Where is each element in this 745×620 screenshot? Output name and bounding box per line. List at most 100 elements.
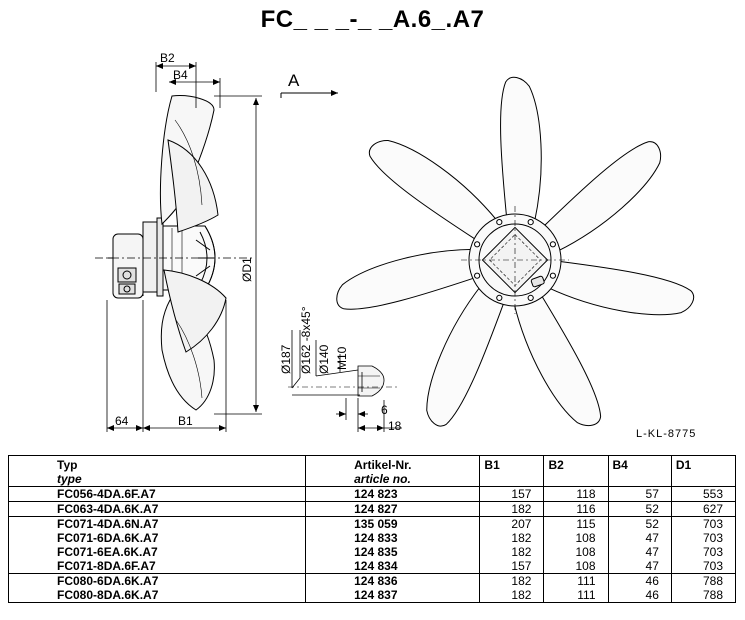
cell-b2: 111 bbox=[543, 588, 608, 603]
blade-profile-lower bbox=[160, 269, 227, 411]
dim-offset-64: 64 bbox=[115, 414, 129, 428]
cell-d1: 788 bbox=[670, 573, 736, 588]
header-blank bbox=[479, 472, 544, 487]
cell-b1: 182 bbox=[479, 573, 544, 588]
cell-d1: 553 bbox=[670, 486, 736, 502]
cell-b2: 115 bbox=[543, 516, 608, 531]
cell-b4: 52 bbox=[607, 501, 672, 517]
cell-type: FC080-6DA.6K.A7 bbox=[57, 574, 159, 588]
cell-article-no: 124 836 bbox=[305, 573, 480, 588]
cell-article-no: 124 834 bbox=[305, 559, 480, 574]
cell-d1: 703 bbox=[670, 516, 736, 531]
dim-m10: M10 bbox=[335, 346, 349, 370]
cell-type: FC071-4DA.6N.A7 bbox=[57, 517, 159, 531]
cell-b2: 116 bbox=[543, 501, 608, 517]
cell-b1: 182 bbox=[479, 545, 544, 559]
dim-d187: Ø187 bbox=[279, 344, 293, 374]
cell-b1: 157 bbox=[479, 486, 544, 502]
header-artikel: Artikel-Nr. bbox=[305, 455, 480, 472]
dim-b4: B4 bbox=[173, 68, 188, 82]
cell-b4: 57 bbox=[607, 486, 672, 502]
cell-b1: 157 bbox=[479, 559, 544, 574]
hub bbox=[142, 217, 216, 297]
header-b4: B4 bbox=[607, 455, 672, 472]
table-header-row: Typ Artikel-Nr. B1 B2 B4 D1 bbox=[9, 455, 736, 472]
cell-b1: 182 bbox=[479, 531, 544, 545]
bolt-hole bbox=[527, 219, 534, 226]
cell-b4: 52 bbox=[607, 516, 672, 531]
blade bbox=[546, 260, 695, 316]
hub-detail bbox=[288, 330, 402, 432]
cell-b4: 47 bbox=[607, 559, 672, 574]
hub-flange bbox=[461, 206, 569, 314]
bolt-hole bbox=[549, 272, 556, 279]
cell-b2: 108 bbox=[543, 559, 608, 574]
header-blank bbox=[543, 472, 608, 487]
technical-drawing: B2 B4 ØD1 64 B1 A Ø187 Ø162 -8x45° Ø140 … bbox=[95, 51, 696, 440]
cell-article-no: 124 837 bbox=[305, 588, 480, 603]
blade bbox=[426, 284, 506, 427]
cell-d1: 703 bbox=[670, 559, 736, 574]
header-blank bbox=[670, 472, 736, 487]
header-typ: Typ bbox=[57, 458, 78, 472]
header-b1: B1 bbox=[479, 455, 544, 472]
cell-article-no: 124 823 bbox=[305, 486, 480, 502]
cell-type: FC071-8DA.6F.A7 bbox=[8, 559, 306, 574]
cell-d1: 627 bbox=[670, 501, 736, 517]
cell-type: FC071-6EA.6K.A7 bbox=[57, 545, 158, 559]
header-d1: D1 bbox=[670, 455, 736, 472]
cell-article-no: 135 059 bbox=[305, 516, 480, 531]
cell-b4: 47 bbox=[607, 531, 672, 545]
impeller-blades bbox=[336, 76, 695, 427]
cell-b2: 118 bbox=[543, 486, 608, 502]
dim-d140: Ø140 bbox=[317, 344, 331, 374]
view-arrow-a bbox=[280, 90, 338, 98]
view-label-a: A bbox=[288, 71, 300, 90]
page-title: FC_ _ _-_ _A.6_.A7 bbox=[260, 6, 485, 33]
cell-article-no: 124 835 bbox=[305, 545, 480, 559]
cell-b2: 111 bbox=[543, 573, 608, 588]
dim-18: 18 bbox=[388, 419, 402, 433]
motor-body bbox=[112, 233, 144, 299]
dim-b1: B1 bbox=[178, 414, 193, 428]
blade-profile-upper bbox=[159, 95, 219, 233]
bolt-hole bbox=[496, 294, 503, 301]
cell-type: FC071-6DA.6K.A7 bbox=[57, 531, 159, 545]
blade bbox=[336, 248, 477, 310]
front-view bbox=[336, 76, 695, 427]
cell-article-no: 124 833 bbox=[305, 531, 480, 545]
blade bbox=[513, 293, 602, 427]
bolt-hole bbox=[496, 219, 503, 226]
drawing-code: L-KL-8775 bbox=[636, 428, 696, 440]
dim-d162: Ø162 -8x45° bbox=[299, 306, 313, 374]
table-subheader-row: type article no. bbox=[8, 472, 736, 487]
bolt-hole bbox=[474, 272, 481, 279]
specification-table: Typ Artikel-Nr. B1 B2 B4 D1 type article… bbox=[8, 455, 736, 603]
header-type: type bbox=[8, 472, 306, 487]
cell-b2: 108 bbox=[543, 545, 608, 559]
header-article: article no. bbox=[305, 472, 480, 487]
blade bbox=[500, 76, 542, 223]
side-view-dimensions bbox=[106, 62, 262, 432]
cell-b1: 182 bbox=[479, 501, 544, 517]
cell-b4: 46 bbox=[607, 588, 672, 603]
cell-d1: 788 bbox=[670, 588, 736, 603]
cell-d1: 703 bbox=[670, 531, 736, 545]
bolt-hole bbox=[474, 241, 481, 248]
cell-type: FC080-8DA.6K.A7 bbox=[8, 588, 306, 603]
cell-article-no: 124 827 bbox=[305, 501, 480, 517]
cell-b1: 207 bbox=[479, 516, 544, 531]
bolt-hole bbox=[527, 294, 534, 301]
cell-b4: 47 bbox=[607, 545, 672, 559]
cell-type: FC063-4DA.6K.A7 bbox=[8, 501, 306, 517]
header-blank bbox=[607, 472, 672, 487]
dim-6: 6 bbox=[381, 403, 388, 417]
bolt-hole bbox=[549, 241, 556, 248]
